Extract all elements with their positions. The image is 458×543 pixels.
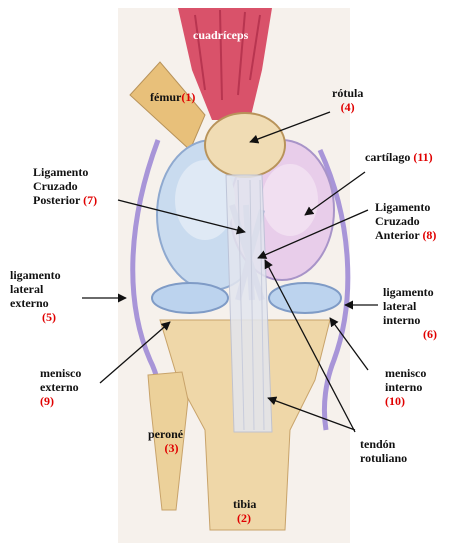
label-tendon-rotuliano: tendón rotuliano (360, 437, 407, 465)
label-menisco-externo: menisco externo (9) (40, 366, 81, 408)
label-perone: peroné (3) (148, 427, 183, 455)
label-ligamento-lateral-interno: ligamento lateral interno (6) (383, 285, 437, 341)
label-ligamento-cruzado-anterior: Ligamento Cruzado Anterior (8) (375, 200, 436, 242)
label-rotula: rótula (4) (332, 86, 363, 114)
meniscus-external (152, 283, 228, 313)
label-menisco-interno: menisco interno (10) (385, 366, 426, 408)
label-tibia: tibia (2) (233, 497, 256, 525)
patella (205, 113, 285, 177)
label-ligamento-cruzado-posterior: Ligamento Cruzado Posterior (7) (33, 165, 97, 207)
label-cartilago: cartílago (11) (365, 150, 433, 164)
label-ligamento-lateral-externo: ligamento lateral externo (5) (10, 268, 61, 324)
label-cuadriceps: cuadríceps (193, 28, 248, 42)
label-femur: fémur(1) (150, 90, 195, 104)
